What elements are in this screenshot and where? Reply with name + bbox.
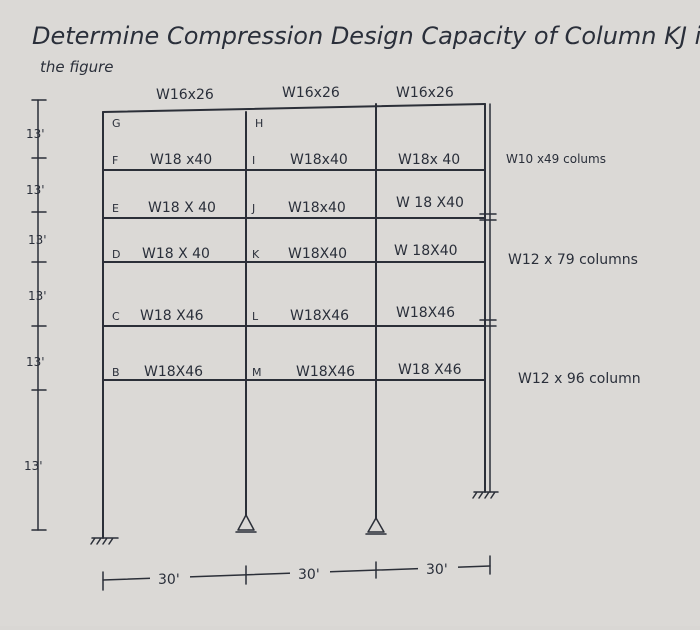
bay-width: 30' (158, 572, 180, 588)
grid-label: C (112, 310, 120, 323)
beam-label: W18 x40 (150, 152, 212, 168)
beam-label: W18x40 (288, 200, 346, 216)
bay-width: 30' (426, 562, 448, 578)
supports (90, 491, 499, 545)
story-height: 13' (26, 183, 45, 197)
bay-width: 30' (298, 567, 320, 583)
grid-label: F (112, 154, 118, 167)
roof-beam-label: W16x26 (282, 85, 340, 101)
roof-beam-line (102, 103, 486, 113)
pin-support (365, 517, 387, 535)
beam-label: W18x40 (290, 152, 348, 168)
roof-beam-label: W16x26 (396, 85, 454, 101)
beam-label: W 18 X40 (396, 195, 464, 211)
grid-label: D (112, 248, 120, 261)
grid-label: H (255, 117, 263, 130)
story-height: 13' (28, 289, 47, 303)
fixed-support (90, 537, 119, 545)
beam-label: W18X46 (144, 364, 203, 380)
grid-label: L (252, 310, 259, 323)
grid-label: G (112, 117, 121, 130)
roof-beam-label: W16x26 (156, 87, 214, 103)
beam-label: W 18X40 (394, 243, 458, 259)
grid-label: J (251, 202, 255, 215)
beam-label: W18X46 (296, 364, 355, 380)
story-height: 13' (24, 459, 43, 473)
beam-label: W18X46 (290, 308, 349, 324)
beam-label: W18X40 (288, 246, 347, 262)
subtitle-text: the figure (40, 58, 114, 76)
grid-label: M (252, 366, 262, 379)
beam-label: W18 X46 (140, 308, 204, 324)
story-height: 13' (26, 355, 45, 369)
story-height: 13' (28, 233, 47, 247)
beam-label: W18 X46 (398, 362, 462, 378)
column-note: W12 x 96 column (518, 371, 641, 387)
title-text: Determine Compression Design Capacity of… (32, 22, 700, 50)
beam-label: W18 X 40 (148, 200, 216, 216)
grid-label: E (112, 202, 119, 215)
beam-label: W18x 40 (398, 152, 460, 168)
grid-label: K (252, 248, 260, 261)
beam-label: W18X46 (396, 305, 455, 321)
fixed-support (472, 491, 499, 499)
column-note: W10 x49 colums (506, 152, 606, 166)
grid-label: B (112, 366, 120, 379)
pin-support (235, 514, 257, 533)
beam-label: W18 X 40 (142, 246, 210, 262)
story-height: 13' (26, 127, 45, 141)
column-note: W12 x 79 columns (508, 252, 638, 268)
grid-label: I (252, 154, 255, 167)
story-dimension (31, 99, 47, 531)
frame-lines (102, 103, 497, 539)
